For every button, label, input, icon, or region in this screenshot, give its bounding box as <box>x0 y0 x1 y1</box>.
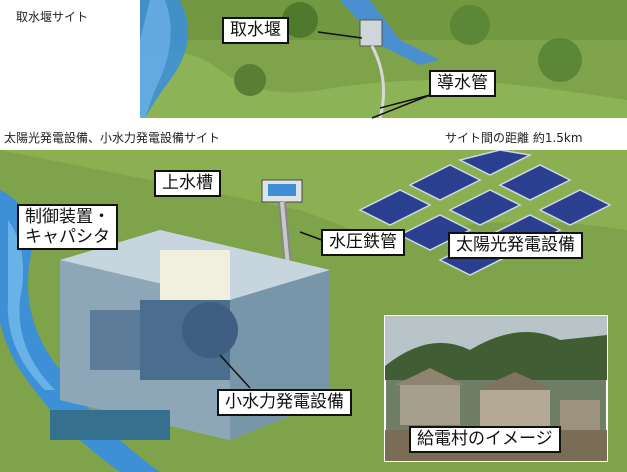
callout-intake-weir: 取水堰 <box>222 17 289 44</box>
callout-control-line2: キャパシタ <box>25 227 110 247</box>
callout-penstock: 水圧鉄管 <box>321 229 405 256</box>
intake-site-illustration <box>140 0 627 118</box>
leader-intake-weir <box>317 31 363 39</box>
intake-site-label: 取水堰サイト <box>16 10 89 24</box>
leader-hydro <box>219 354 251 389</box>
callout-headrace: 導水管 <box>429 70 496 97</box>
callout-solar: 太陽光発電設備 <box>448 232 583 259</box>
callout-hydro: 小水力発電設備 <box>217 389 352 416</box>
power-site-illustration <box>0 150 627 472</box>
leader-headrace-b <box>371 94 431 119</box>
distance-label: サイト間の距離 約1.5km <box>445 131 583 145</box>
callout-village: 給電村のイメージ <box>409 426 561 453</box>
callout-head-tank: 上水槽 <box>154 170 221 197</box>
callout-control-capacitor: 制御装置・ キャパシタ <box>17 204 118 250</box>
leader-penstock <box>299 231 323 241</box>
leader-headrace-a <box>379 94 431 109</box>
power-site-label: 太陽光発電設備、小水力発電設備サイト <box>4 131 221 145</box>
callout-control-line1: 制御装置・ <box>25 207 110 227</box>
